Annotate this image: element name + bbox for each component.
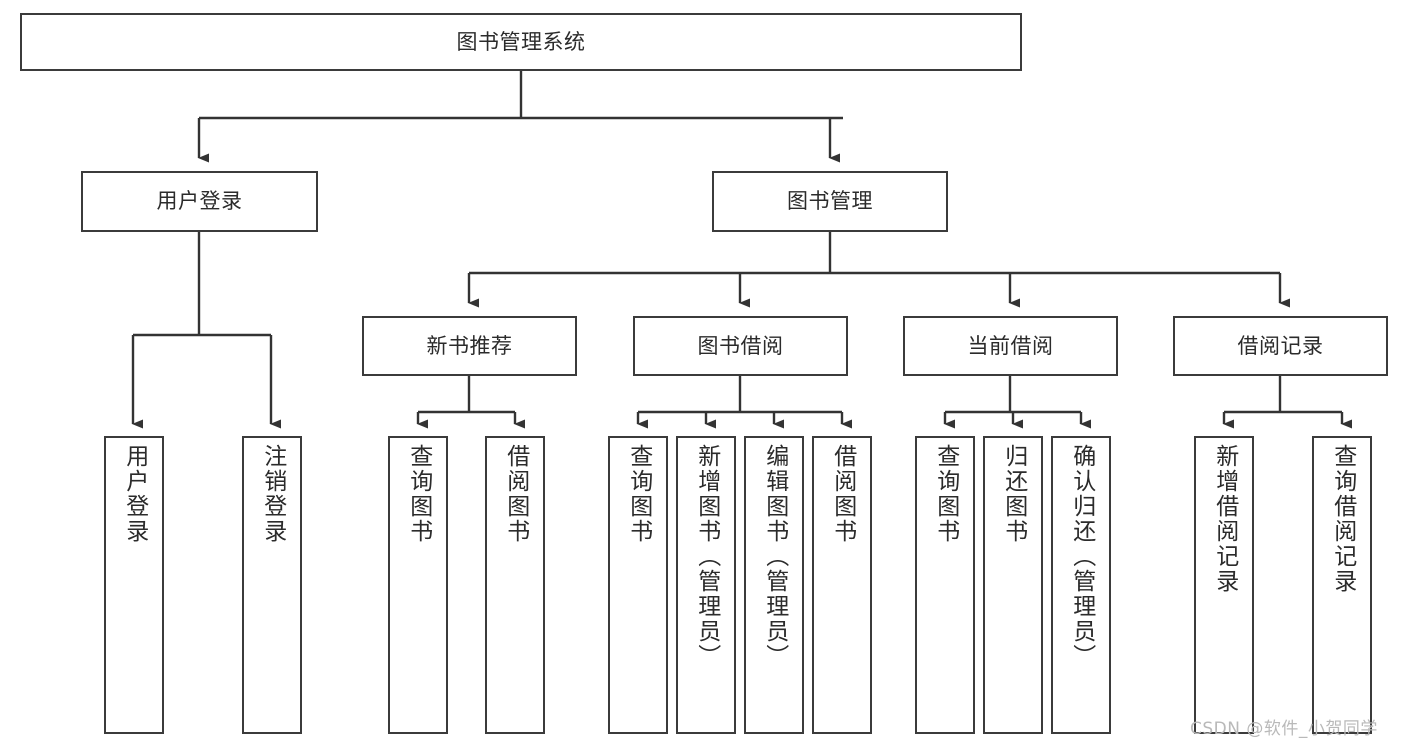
node-leaf-borrow-book-recommend-label: 借阅图书 [502,444,529,544]
node-borrow-record-label: 借阅记录 [1237,333,1324,358]
node-book-management[interactable]: 图书管理 [712,171,948,232]
node-leaf-borrow-book-label: 借阅图书 [829,444,856,544]
node-leaf-query-book-current[interactable]: 查询图书 [915,436,975,734]
node-leaf-add-borrow-record[interactable]: 新增借阅记录 [1194,436,1254,734]
node-root-label: 图书管理系统 [456,29,586,54]
node-leaf-return-book-label: 归还图书 [1000,444,1027,544]
node-leaf-add-borrow-record-label: 新增借阅记录 [1211,444,1238,594]
node-leaf-return-book[interactable]: 归还图书 [983,436,1043,734]
node-leaf-logout[interactable]: 注销登录 [242,436,302,734]
node-leaf-borrow-book[interactable]: 借阅图书 [812,436,872,734]
node-leaf-edit-book-admin[interactable]: 编辑图书（管理员） [744,436,804,734]
node-current-borrow-label: 当前借阅 [967,333,1054,358]
node-borrow-record[interactable]: 借阅记录 [1173,316,1388,376]
node-leaf-query-book-borrow[interactable]: 查询图书 [608,436,668,734]
node-new-book-recommend[interactable]: 新书推荐 [362,316,577,376]
node-book-borrow[interactable]: 图书借阅 [633,316,848,376]
node-user-login[interactable]: 用户登录 [81,171,318,232]
node-leaf-logout-label: 注销登录 [259,444,286,544]
node-leaf-query-borrow-record-label: 查询借阅记录 [1329,444,1356,594]
node-new-book-recommend-label: 新书推荐 [426,333,513,358]
node-leaf-confirm-return-admin-label: 确认归还（管理员） [1068,444,1095,669]
node-leaf-user-login[interactable]: 用户登录 [104,436,164,734]
node-leaf-add-book-admin-label: 新增图书（管理员） [693,444,720,669]
node-leaf-query-book-recommend-label: 查询图书 [405,444,432,544]
node-leaf-query-book-borrow-label: 查询图书 [625,444,652,544]
node-book-management-label: 图书管理 [787,189,873,214]
node-leaf-query-book-current-label: 查询图书 [932,444,959,544]
node-leaf-edit-book-admin-label: 编辑图书（管理员） [761,444,788,669]
node-leaf-user-login-label: 用户登录 [121,444,148,544]
node-leaf-query-borrow-record[interactable]: 查询借阅记录 [1312,436,1372,734]
node-book-borrow-label: 图书借阅 [697,333,784,358]
node-leaf-add-book-admin[interactable]: 新增图书（管理员） [676,436,736,734]
node-leaf-query-book-recommend[interactable]: 查询图书 [388,436,448,734]
node-leaf-confirm-return-admin[interactable]: 确认归还（管理员） [1051,436,1111,734]
node-user-login-label: 用户登录 [156,189,243,214]
node-current-borrow[interactable]: 当前借阅 [903,316,1118,376]
node-leaf-borrow-book-recommend[interactable]: 借阅图书 [485,436,545,734]
node-root[interactable]: 图书管理系统 [20,13,1022,71]
